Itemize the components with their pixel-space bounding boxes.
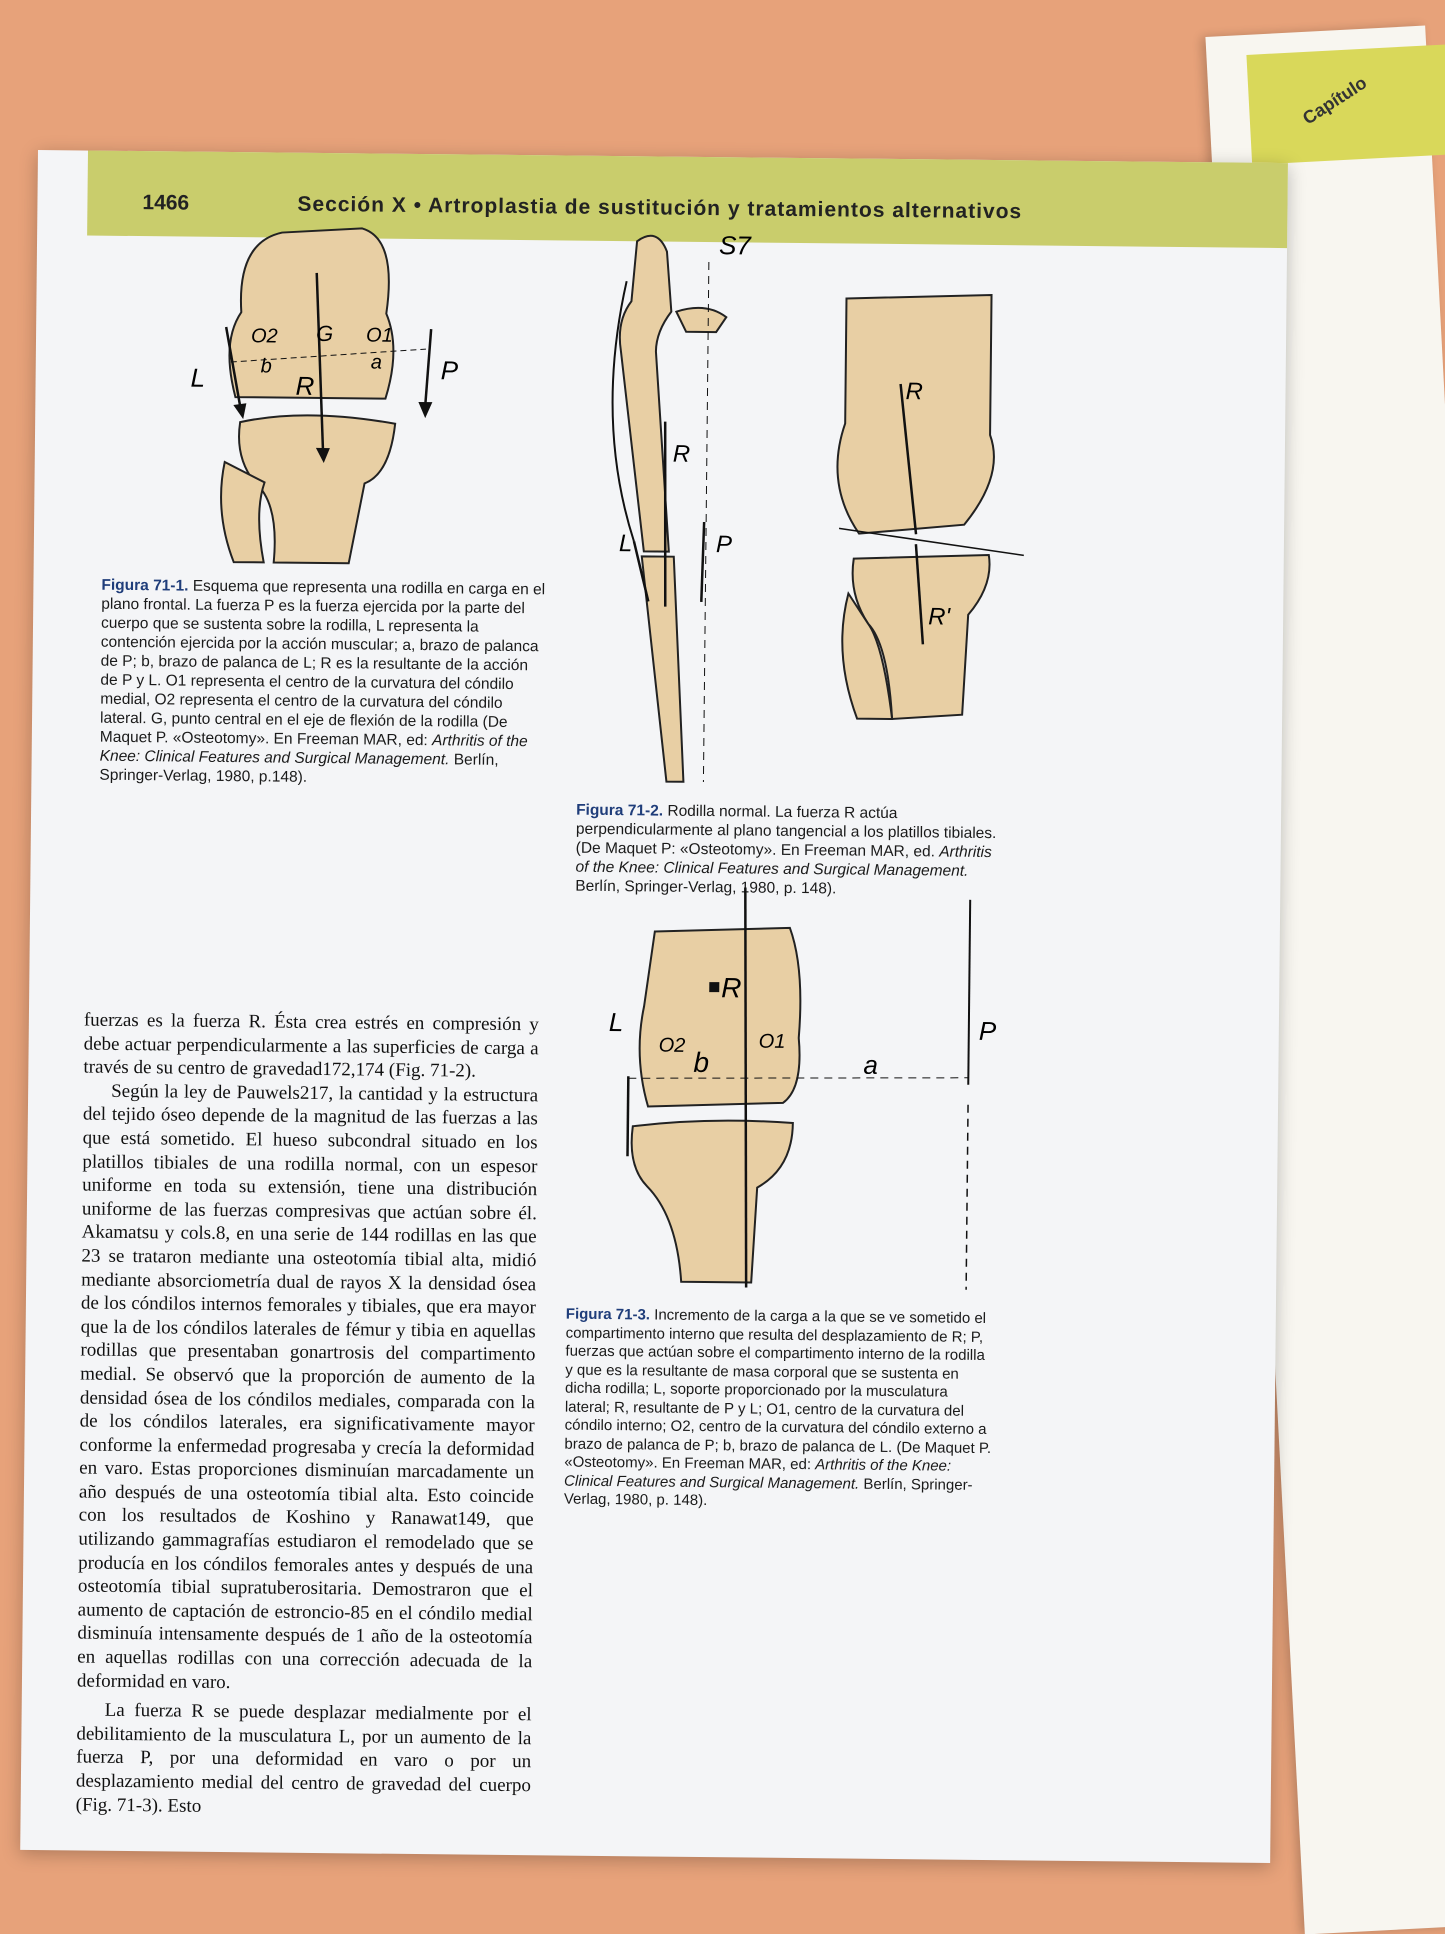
label-a: a — [863, 1050, 878, 1080]
page-number: 1466 — [142, 191, 190, 215]
label-s7: S7 — [719, 230, 753, 260]
figure-71-2: S7 R L P R R' — [611, 230, 1024, 783]
figure-71-1: O2 G O1 b a L R P — [190, 227, 459, 565]
caption-text: Incremento de la carga a la que se ve so… — [564, 1306, 992, 1474]
figure-71-3: R L P O2 O1 b a — [609, 887, 997, 1290]
label-b: b — [693, 1047, 709, 1078]
label-p: P — [716, 531, 732, 558]
label-l: L — [190, 363, 205, 393]
figure-71-3-caption: Figura 71-3. Incremento de la carga a la… — [564, 1306, 996, 1514]
figure-71-2-caption: Figura 71-2. Rodilla normal. La fuerza R… — [575, 801, 1006, 900]
label-a: a — [371, 351, 382, 373]
label-r-prime: R' — [928, 603, 952, 630]
caption-label: Figura 71-1. — [101, 576, 189, 595]
label-r2: R — [905, 378, 923, 405]
body-text: fuerzas es la fuerza R. Ésta crea estrés… — [76, 1009, 539, 1822]
label-g: G — [316, 321, 333, 346]
label-b: b — [261, 355, 272, 377]
label-l: L — [609, 1007, 624, 1037]
label-o1: O1 — [759, 1031, 786, 1053]
section-title: Sección X • Artroplastia de sustitución … — [297, 192, 1023, 224]
book-page: 1466 Sección X • Artroplastia de sustitu… — [20, 150, 1288, 1863]
label-p: P — [441, 355, 459, 385]
label-o2: O2 — [659, 1035, 686, 1057]
paragraph: Según la ley de Pauwels217, la cantidad … — [76, 1080, 539, 1693]
label-r: R — [673, 441, 691, 468]
caption-label: Figura 71-2. — [576, 801, 664, 820]
label-r: R — [721, 972, 742, 1003]
figure-71-1-caption: Figura 71-1. Esquema que representa una … — [99, 576, 546, 790]
paragraph: La fuerza R se puede desplazar medialmen… — [75, 1700, 532, 1817]
paragraph: fuerzas es la fuerza R. Ésta crea estrés… — [83, 1009, 539, 1082]
label-o1: O1 — [366, 324, 393, 346]
label-r: R — [295, 371, 314, 401]
label-o2: O2 — [251, 325, 278, 347]
label-l: L — [619, 530, 633, 557]
caption-text: Esquema que representa una rodilla en ca… — [99, 577, 546, 750]
label-p: P — [979, 1016, 997, 1046]
caption-label: Figura 71-3. — [565, 1305, 651, 1324]
